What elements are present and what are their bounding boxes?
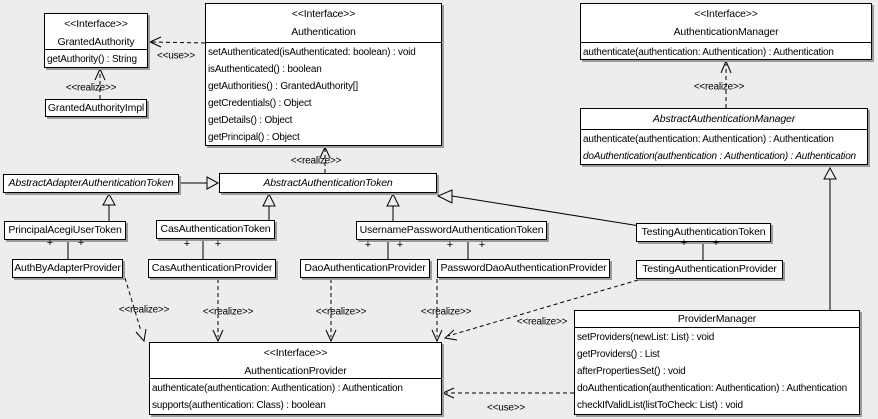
multiplicity-label: + (478, 239, 486, 251)
class-cas-authentication-provider: CasAuthenticationProvider (148, 259, 276, 278)
realize-label: <<realize>> (65, 82, 117, 94)
class-cas-authentication-token: CasAuthenticationToken (156, 220, 275, 239)
method-label: setProviders(newList: List) : void (577, 332, 715, 343)
class-name: AuthenticationManager (673, 26, 779, 38)
method-label: afterPropertiesSet() : void (577, 366, 686, 377)
class-name: CasAuthenticationProvider (151, 262, 273, 274)
stereotype-label: <<Interface>> (694, 8, 758, 20)
class-authentication: <<Interface>> Authentication setAuthenti… (205, 3, 442, 146)
realize-label: <<realize>> (290, 155, 342, 167)
class-testing-authentication-provider: TestingAuthenticationProvider (636, 260, 783, 279)
realize-label: <<realize>> (118, 304, 170, 316)
stereotype-label: <<Interface>> (263, 347, 328, 359)
class-name: UsernamePasswordAuthenticationToken (359, 224, 544, 236)
class-authentication-provider: <<Interface>> AuthenticationProvider aut… (149, 342, 442, 415)
class-name: Authentication (291, 26, 356, 38)
method-label: getProviders() : List (577, 349, 660, 360)
class-provider-manager: ProviderManager setProviders(newList: Li… (574, 310, 860, 415)
method-label: authenticate(authentication: Authenticat… (583, 134, 834, 145)
multiplicity-label: + (46, 237, 54, 249)
use-label: <<use>> (156, 50, 196, 62)
use-label: <<use>> (486, 402, 526, 414)
multiplicity-label: + (183, 238, 191, 250)
multiplicity-label: + (214, 238, 222, 250)
class-name: AbstractAuthenticationToken (263, 177, 393, 189)
class-name: GrantedAuthorityImpl (47, 102, 145, 114)
generalization-lines (67, 179, 831, 310)
method-label: getCredentials() : Object (208, 98, 312, 109)
class-name: TestingAuthenticationToken (641, 226, 766, 238)
method-label: checkIfValidList(listToCheck: List) : vo… (577, 400, 743, 411)
method-label: getPrincipal() : Object (208, 132, 300, 143)
method-label: isAuthenticated() : boolean (208, 64, 322, 75)
stereotype-label: <<Interface>> (64, 18, 128, 30)
multiplicity-label: + (77, 237, 85, 249)
method-label: authenticate(authentication: Authenticat… (152, 383, 403, 394)
realize-label: <<realize>> (202, 306, 254, 318)
class-name: CasAuthenticationToken (160, 223, 271, 235)
class-testing-authentication-token: TestingAuthenticationToken (636, 223, 771, 242)
class-name: TestingAuthenticationProvider (642, 263, 777, 275)
method-label: getAuthorities() : GrantedAuthority[] (208, 81, 358, 92)
class-authentication-manager: <<Interface>> AuthenticationManager auth… (580, 3, 872, 60)
class-dao-authentication-provider: DaoAuthenticationProvider (300, 259, 430, 278)
method-label: getDetails() : Object (208, 115, 293, 126)
multiplicity-label: + (680, 237, 688, 249)
method-label: supports(authentication: Class) : boolea… (152, 400, 326, 411)
open-arrowheads (94, 36, 732, 399)
method-label: authenticate(authentication: Authenticat… (583, 47, 834, 58)
generalization-triangles (102, 166, 837, 207)
class-name: GrantedAuthority (57, 36, 135, 48)
realize-label: <<realize>> (516, 316, 568, 328)
multiplicity-label: + (396, 239, 404, 251)
class-abstract-adapter-authentication-token: AbstractAdapterAuthenticationToken (3, 174, 179, 193)
class-auth-by-adapter-provider: AuthByAdapterProvider (12, 259, 123, 278)
realize-label: <<realize>> (693, 81, 745, 93)
class-abstract-authentication-token: AbstractAuthenticationToken (219, 173, 437, 193)
method-label: getAuthority() : String (47, 54, 137, 65)
stereotype-label: <<Interface>> (291, 8, 356, 20)
multiplicity-label: + (364, 239, 372, 251)
class-granted-authority: <<Interface>> GrantedAuthority getAuthor… (44, 13, 148, 68)
method-label: setAuthenticated(isAuthenticated: boolea… (208, 47, 416, 58)
class-name: PrincipalAcegiUserToken (8, 224, 122, 236)
method-label: doAuthentication(authentication : Authen… (583, 151, 856, 162)
class-name: AbstractAuthenticationManager (652, 113, 796, 125)
class-name: AbstractAdapterAuthenticationToken (8, 177, 174, 189)
multiplicity-label: + (446, 239, 454, 251)
class-name: PasswordDaoAuthenticationProvider (440, 262, 607, 274)
class-username-password-authentication-token: UsernamePasswordAuthenticationToken (356, 221, 547, 240)
class-name: DaoAuthenticationProvider (304, 262, 426, 274)
dashed-dependency-lines (99, 41, 727, 394)
realize-label: <<realize>> (315, 306, 367, 318)
method-label: doAuthentication(authentication: Authent… (577, 383, 847, 394)
class-password-dao-authentication-provider: PasswordDaoAuthenticationProvider (437, 259, 610, 278)
class-abstract-authentication-manager: AbstractAuthenticationManager authentica… (580, 108, 868, 165)
class-name: ProviderManager (677, 313, 757, 325)
class-principal-acegi-user-token: PrincipalAcegiUserToken (4, 221, 126, 240)
class-name: AuthByAdapterProvider (14, 262, 121, 274)
class-name: AuthenticationProvider (244, 365, 347, 377)
realize-label: <<realize>> (420, 306, 472, 318)
multiplicity-label: + (712, 237, 720, 249)
class-granted-authority-impl: GrantedAuthorityImpl (45, 99, 147, 117)
